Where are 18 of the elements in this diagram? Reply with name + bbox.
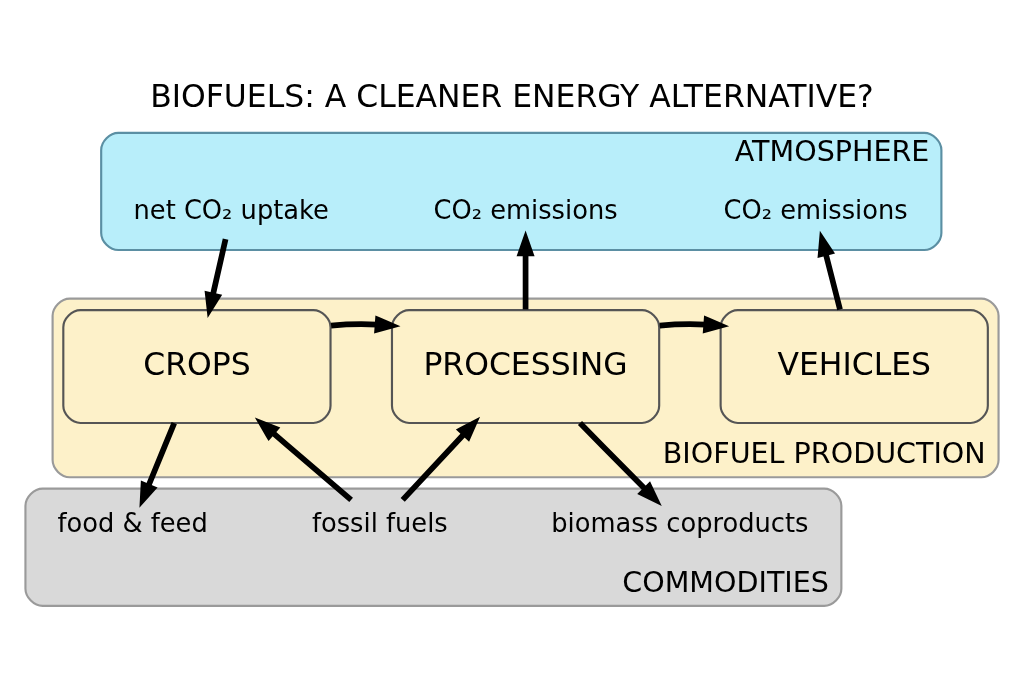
arrow — [400, 416, 481, 502]
arrow — [577, 420, 662, 506]
arrow — [659, 314, 730, 333]
node-text: food & feed — [57, 507, 208, 538]
node-box: VEHICLES — [719, 308, 989, 424]
arrow — [254, 417, 353, 502]
diagram-title: BIOFUELS: A CLEANER ENERGY ALTERNATIVE? — [150, 77, 874, 114]
node-text: biomass coproducts — [551, 507, 809, 538]
node-box: CROPS — [62, 308, 332, 424]
arrow — [139, 421, 177, 508]
arrow — [817, 230, 843, 310]
node-text: CO₂ emissions — [723, 194, 908, 225]
node-text: fossil fuels — [311, 507, 448, 538]
arrow — [516, 230, 535, 309]
arrow — [330, 314, 401, 333]
node-text: net CO₂ uptake — [133, 194, 329, 225]
node-box: PROCESSING — [390, 308, 661, 424]
node-text: CO₂ emissions — [433, 194, 618, 225]
